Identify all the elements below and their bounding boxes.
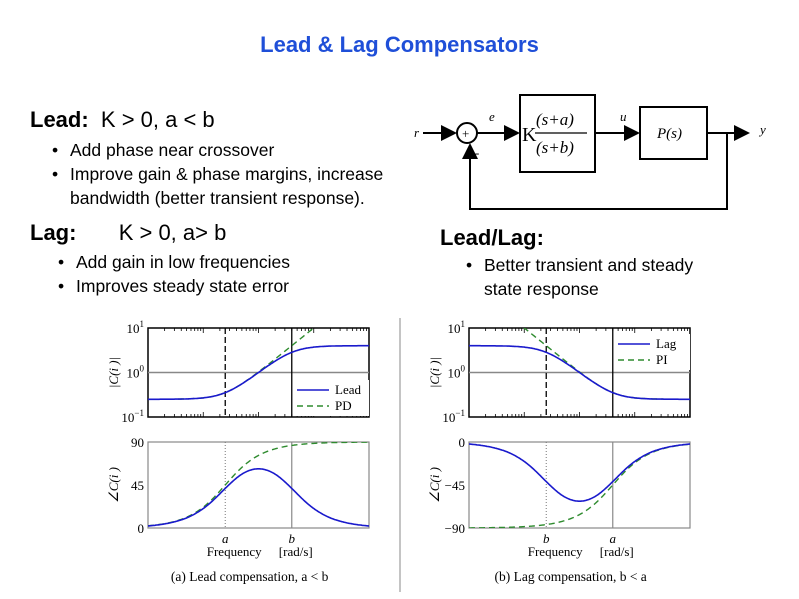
series-pi-phase [469,443,690,528]
lead-bullets: •Add phase near crossover •Improve gain … [52,138,383,210]
series-lead-phase [148,467,369,527]
y-tick-label: −45 [445,478,465,493]
bullet-text: state response [484,279,599,299]
leadlag-label: Lead/Lag: [440,225,544,250]
y-tick-label: 101 [448,319,466,336]
output-label: y [758,122,766,137]
y-tick-label: 10−1 [442,408,465,425]
phase-plot-frame [147,441,370,529]
compensator-denominator: (s+b) [536,138,574,157]
bullet-text: Better transient and steady [484,255,694,275]
x-axis-unit: [rad/s] [279,544,313,559]
input-label: r [414,125,420,140]
y-tick-label: 90 [131,435,144,450]
legend-label: Lead [335,382,361,397]
bullet-item: bandwidth (better transient response). [52,186,383,210]
plant-label: P(s) [656,126,682,142]
compensator-numerator: (s+a) [536,110,574,129]
y-tick-label: −90 [445,521,465,536]
lead-condition: K > 0, a < b [100,107,215,132]
bullet-text: Add gain in low frequencies [76,252,291,272]
chart-caption: (a) Lead compensation, a < b [171,569,329,584]
y-tick-label: 10−1 [121,408,144,425]
magnitude-axis-label: |C(i )| [427,357,442,388]
bullet-item: •Add gain in low frequencies [58,252,291,272]
bullet-item: •Improves steady state error [58,276,289,296]
phase-plot-frame [468,441,691,529]
x-mark-label: b [543,531,550,546]
sum-sign: + [462,126,469,141]
bullet-text: bandwidth (better transient response). [70,188,365,208]
lag-heading: Lag: K > 0, a> b [30,220,226,246]
feedback-path [462,133,728,210]
leadlag-bullets: •Better transient and steady state respo… [466,253,693,301]
y-tick-label: 45 [131,478,144,493]
x-axis-label: Frequency [528,544,583,559]
series-lag-magnitude [469,344,690,401]
plant-block [639,106,708,160]
control-label: u [620,109,627,124]
lag-condition: K > 0, a> b [118,220,227,245]
compensator-gain: K [522,124,537,146]
legend-label: PI [656,352,668,367]
lead-heading: Lead: K > 0, a < b [30,107,215,133]
bullet-item: state response [466,277,693,301]
bullet-text: Improves steady state error [76,276,289,296]
lead-label: Lead: [30,107,89,132]
error-label: e [489,109,495,124]
x-mark-label: b [289,531,296,546]
legend-label: Lag [656,336,677,351]
bullet-text: Improve gain & phase margins, increase [70,164,384,184]
legend-box [614,334,690,370]
legend-label: PD [335,398,352,413]
x-mark-label: a [610,531,617,546]
series-lag-phase [469,443,690,503]
leadlag-heading: Lead/Lag: [440,225,544,251]
bullet-item: •Add phase near crossover [52,140,275,160]
slide-title: Lead & Lag Compensators [260,32,539,57]
bullet-text: Add phase near crossover [70,140,275,160]
bullet-item: •Improve gain & phase margins, increase [52,164,384,184]
y-tick-label: 100 [448,364,466,381]
y-tick-label: 101 [127,319,145,336]
magnitude-axis-label: |C(i )| [106,357,121,388]
bode-chart-lag: 101 100 10−1 0 −45 −90 |C(i )| ∠C(i ) b aFrequenc… [427,319,691,584]
phase-axis-label: ∠C(i ) [106,467,121,503]
lag-label: Lag: [30,220,77,245]
legend-box [293,380,369,416]
bullet-item: •Better transient and steady [466,255,694,275]
y-tick-label: 100 [127,364,145,381]
phase-axis-label: ∠C(i ) [427,467,442,503]
x-axis-label: Frequency [207,544,262,559]
x-mark-label: a [222,531,229,546]
y-tick-label: 0 [138,521,145,536]
series-lead-magnitude [148,344,369,401]
lag-bullets: •Add gain in low frequencies •Improves s… [58,250,290,298]
series-pd-phase [148,442,369,527]
y-tick-label: 0 [459,435,466,450]
x-axis-unit: [rad/s] [600,544,634,559]
chart-caption: (b) Lag compensation, b < a [494,569,646,584]
